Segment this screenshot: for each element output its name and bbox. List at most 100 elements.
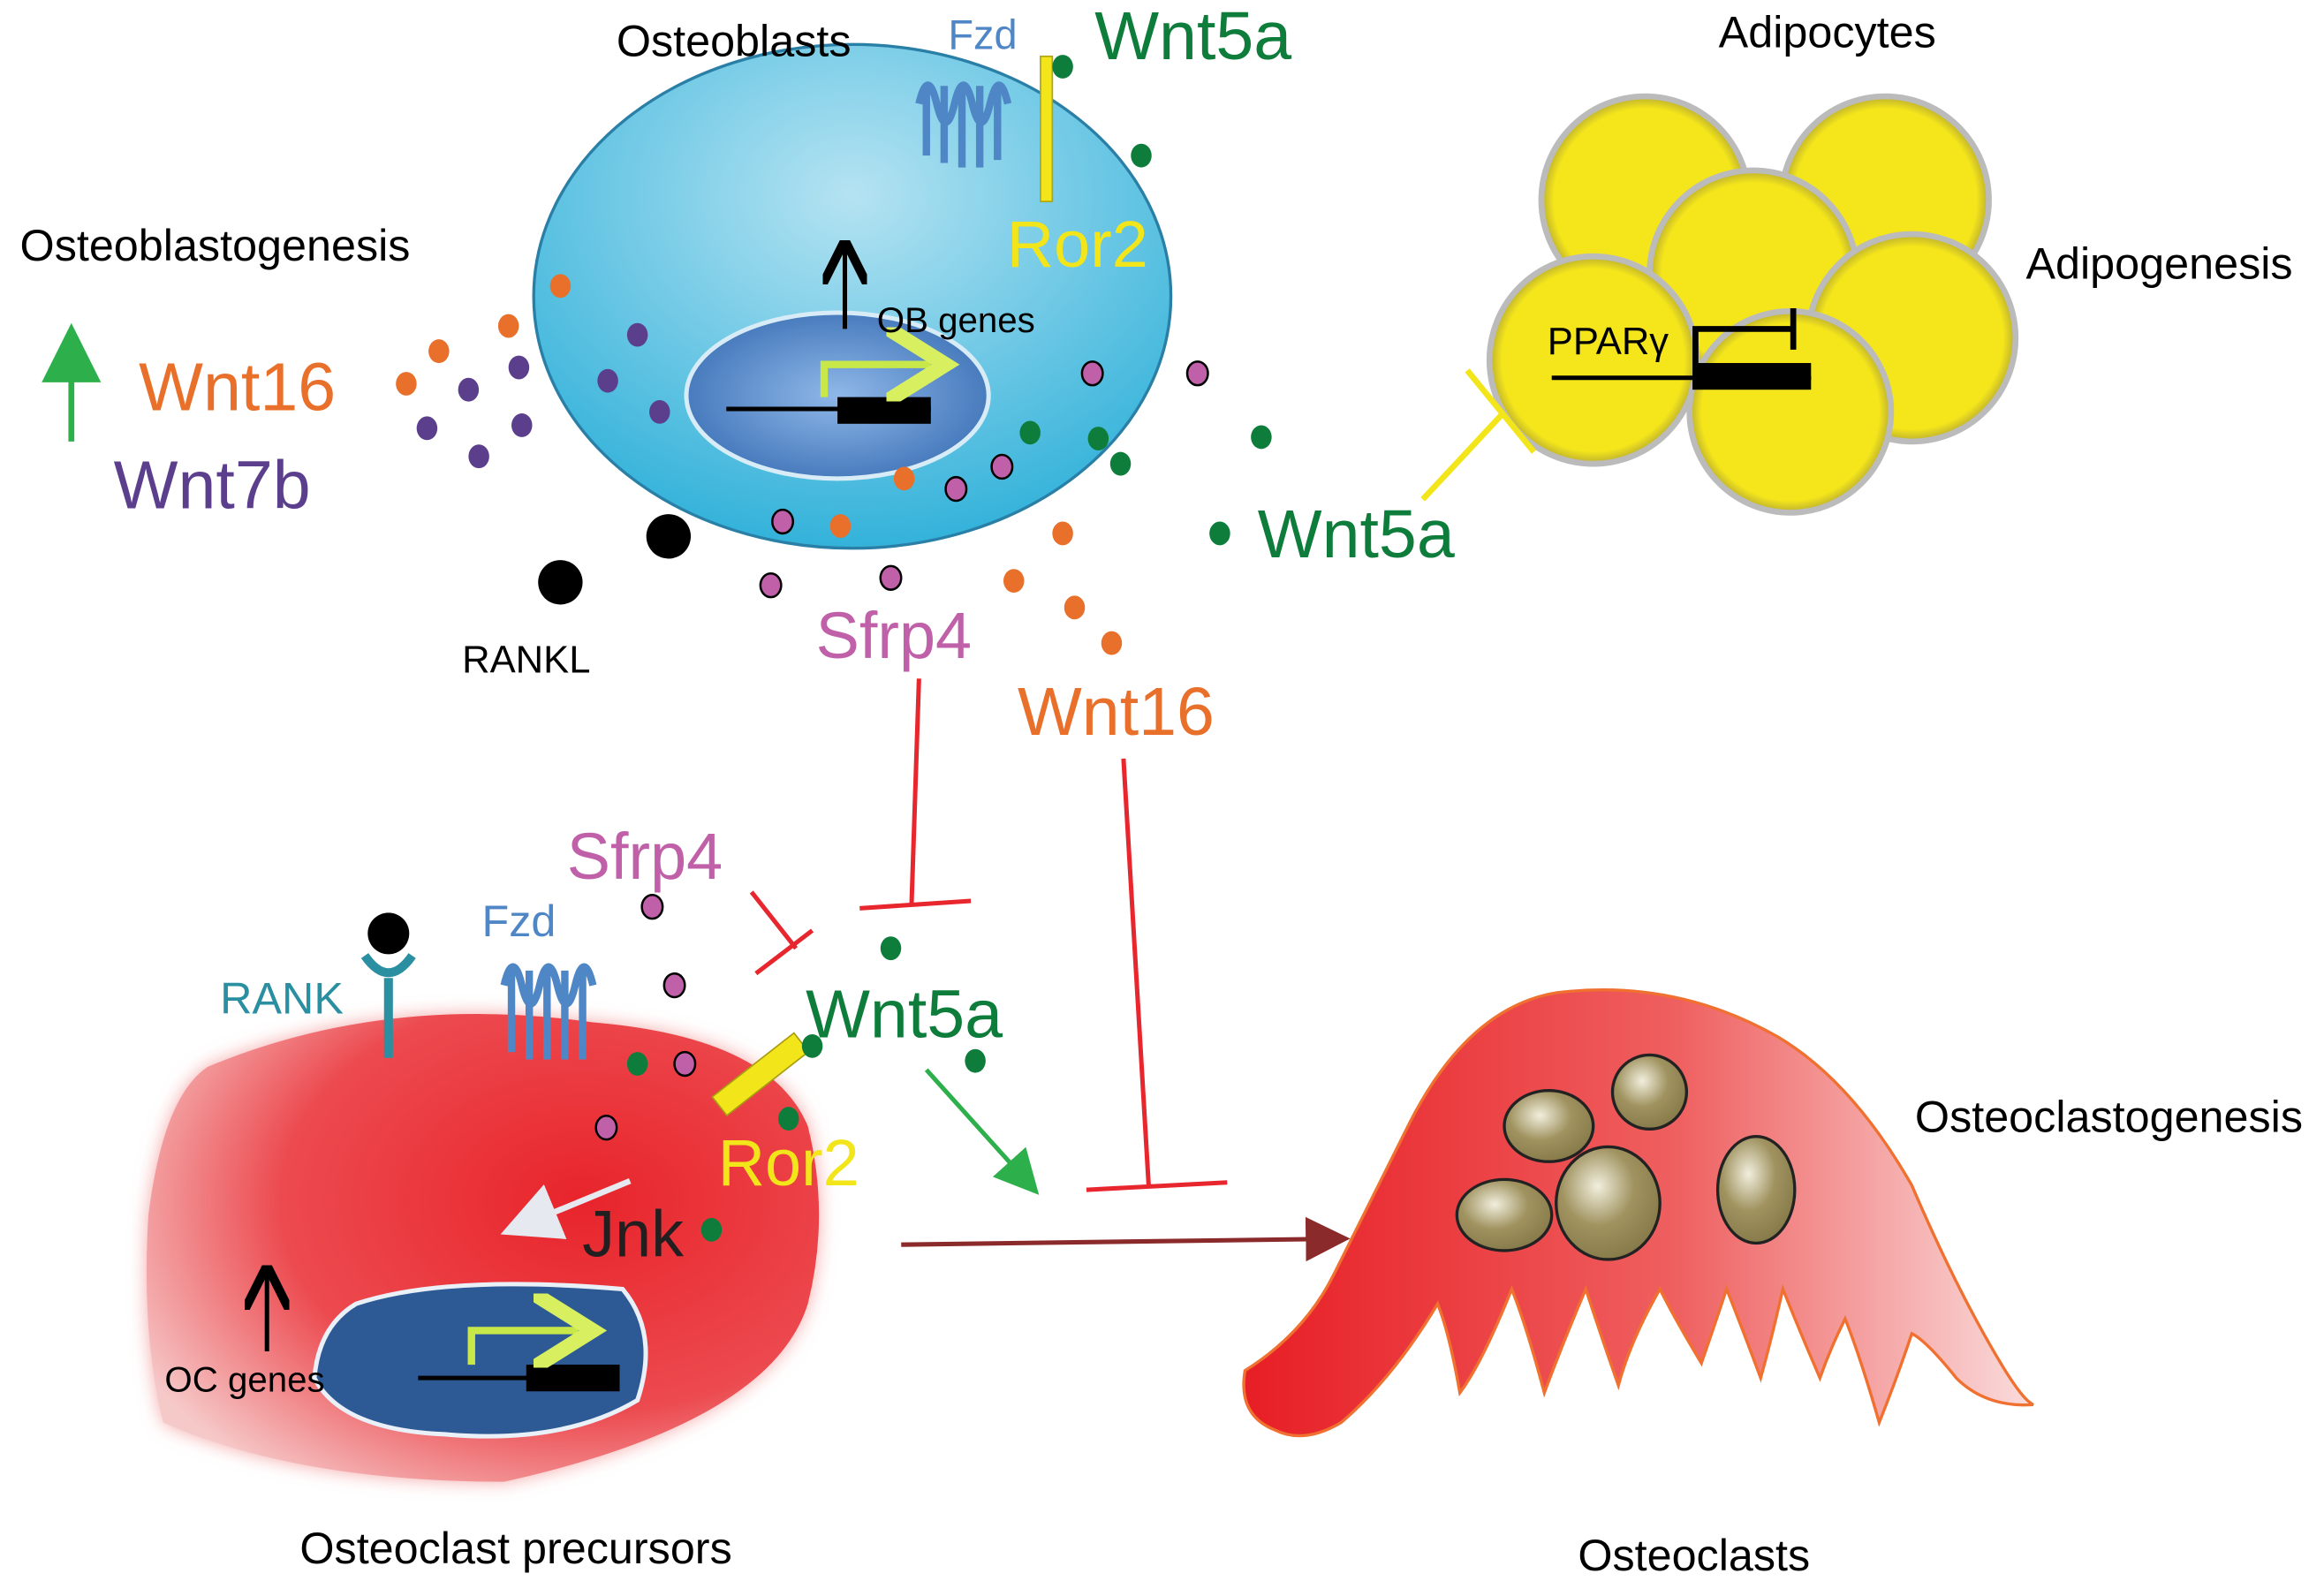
ror2-receptor-icon xyxy=(1040,55,1054,202)
wnt5a-dot-icon xyxy=(626,1052,648,1076)
wnt5a-dot-icon xyxy=(965,1048,986,1073)
wnt16-dot-icon xyxy=(893,466,915,491)
activation-arrow-icon xyxy=(924,1068,1040,1195)
secreted-factor-dots xyxy=(396,55,1272,1242)
label-rankl: RANKL xyxy=(462,639,590,682)
label-osteoblastogenesis: Osteoblastogenesis xyxy=(20,220,411,270)
wnt16-dot-icon xyxy=(1003,569,1025,594)
wnt16-dot-icon xyxy=(829,514,852,538)
label-rank: RANK xyxy=(220,972,344,1023)
label-sfrp4-low: Sfrp4 xyxy=(567,820,723,893)
label-fzd-top: Fzd xyxy=(948,11,1017,57)
label-osteoclasts: Osteoclasts xyxy=(1578,1530,1810,1580)
wnt5a-dot-icon xyxy=(1052,55,1073,79)
wnt7b-dot-icon xyxy=(458,377,480,402)
wnt7b-dot-icon xyxy=(626,322,648,347)
osteoclast-nucleus xyxy=(1555,1145,1662,1261)
sfrp4-dot-icon xyxy=(662,972,686,999)
label-ror2-low: Ror2 xyxy=(718,1126,859,1199)
wnt7b-dot-icon xyxy=(649,399,670,424)
label-wnt16-left: Wnt16 xyxy=(139,350,336,426)
rankl-ligand-icon xyxy=(538,560,583,605)
wnt7b-dot-icon xyxy=(416,416,438,441)
transcription-arrow-icon xyxy=(467,1330,579,1365)
label-wnt5a-right: Wnt5a xyxy=(1258,496,1455,572)
osteoclast-nucleus xyxy=(1715,1135,1797,1245)
label-wnt7b: Wnt7b xyxy=(114,447,311,523)
rankl-ligand-icon xyxy=(646,514,692,559)
wnt5a-dot-icon xyxy=(880,936,902,961)
label-ob-genes: OB genes xyxy=(877,300,1035,340)
label-jnk: Jnk xyxy=(582,1198,684,1271)
sfrp4-dot-icon xyxy=(640,894,664,920)
wnt16-inhibition-icon xyxy=(1086,758,1228,1192)
label-wnt5a-top: Wnt5a xyxy=(1094,0,1291,74)
wnt16-dot-icon xyxy=(1101,631,1123,655)
sfrp4-dot-icon xyxy=(879,564,903,591)
wnt7b-dot-icon xyxy=(468,444,489,469)
label-wnt16-mid: Wnt16 xyxy=(1018,674,1215,750)
label-pparg: PPARγ xyxy=(1548,321,1669,363)
wnt16-dot-icon xyxy=(549,274,572,299)
sfrp4-dot-icon xyxy=(1185,360,1209,387)
sfrp4-dot-icon xyxy=(944,475,968,503)
wnt5a-dot-icon xyxy=(700,1217,723,1242)
sfrp4-dot-icon xyxy=(1080,360,1104,387)
fzd-receptor-icon xyxy=(915,81,1012,168)
fzd-receptor-icon xyxy=(500,963,597,1060)
osteoclast-nucleus xyxy=(1503,1089,1595,1163)
repression-icon xyxy=(1692,307,1797,364)
label-osteoclast-precursors: Osteoclast precursors xyxy=(299,1523,731,1573)
label-ror2-top: Ror2 xyxy=(1007,208,1148,281)
wnt16-dot-icon xyxy=(1052,521,1073,546)
label-wnt5a-low: Wnt5a xyxy=(806,976,1003,1052)
sfrp4-dot-icon xyxy=(759,571,783,599)
osteoclast-cell xyxy=(1242,988,2034,1438)
wnt5a-dot-icon xyxy=(801,1033,823,1058)
rank-receptor-icon xyxy=(360,912,416,1058)
osteoclast-nucleus xyxy=(1455,1177,1554,1252)
wnt5a-dot-icon xyxy=(778,1107,799,1131)
wnt7b-dot-icon xyxy=(597,368,618,393)
wnt5a-dot-icon xyxy=(1131,143,1152,168)
sfrp4-low-inhibition-icon xyxy=(749,890,814,976)
osteoclast-precursor-cell xyxy=(146,1013,820,1482)
differentiation-arrow-icon xyxy=(901,1216,1351,1262)
label-sfrp4-mid: Sfrp4 xyxy=(816,599,972,672)
gene-box-icon xyxy=(837,397,931,424)
jnk-arrow-icon xyxy=(500,1177,632,1239)
wnt5a-dot-icon xyxy=(1019,420,1041,445)
transcription-arrow-icon xyxy=(820,365,931,397)
wnt5a-dot-icon xyxy=(1087,427,1109,450)
label-fzd-low: Fzd xyxy=(481,896,556,946)
wnt5a-dot-icon xyxy=(1209,521,1230,546)
gene-box-icon xyxy=(526,1365,620,1392)
gene-box-icon xyxy=(1692,363,1812,390)
wnt7b-dot-icon xyxy=(508,355,530,380)
label-adipocytes: Adipocytes xyxy=(1719,7,1936,57)
sfrp4-dot-icon xyxy=(990,453,1014,480)
label-osteoblasts: Osteoblasts xyxy=(617,16,852,66)
label-osteoclastogenesis: Osteoclastogenesis xyxy=(1915,1092,2303,1142)
adipocyte-cluster xyxy=(1486,93,2019,516)
label-adipogenesis: Adipogenesis xyxy=(2025,238,2292,288)
wnt5a-dot-icon xyxy=(1251,425,1272,450)
inhibition-lines xyxy=(749,678,1228,1192)
sfrp4-dot-icon xyxy=(771,508,795,535)
wnt5a-dot-icon xyxy=(1109,451,1132,476)
osteoclast-precursor-nucleus xyxy=(312,1282,648,1439)
sfrp4-inhibition-icon xyxy=(859,678,972,911)
wnt7b-dot-icon xyxy=(511,413,533,437)
wnt16-dot-icon xyxy=(428,339,450,364)
wnt16-dot-icon xyxy=(396,372,417,396)
sfrp4-dot-icon xyxy=(673,1050,697,1078)
label-oc-genes: OC genes xyxy=(164,1359,324,1399)
osteoblast-cell xyxy=(532,42,1173,550)
wnt16-dot-icon xyxy=(497,314,519,338)
wnt16-dot-icon xyxy=(1064,595,1086,620)
osteoclast-nucleus xyxy=(1610,1053,1689,1131)
ror2-receptor-icon xyxy=(711,1032,810,1117)
inhibition-icon xyxy=(1420,368,1537,502)
sfrp4-dot-icon xyxy=(594,1114,618,1141)
